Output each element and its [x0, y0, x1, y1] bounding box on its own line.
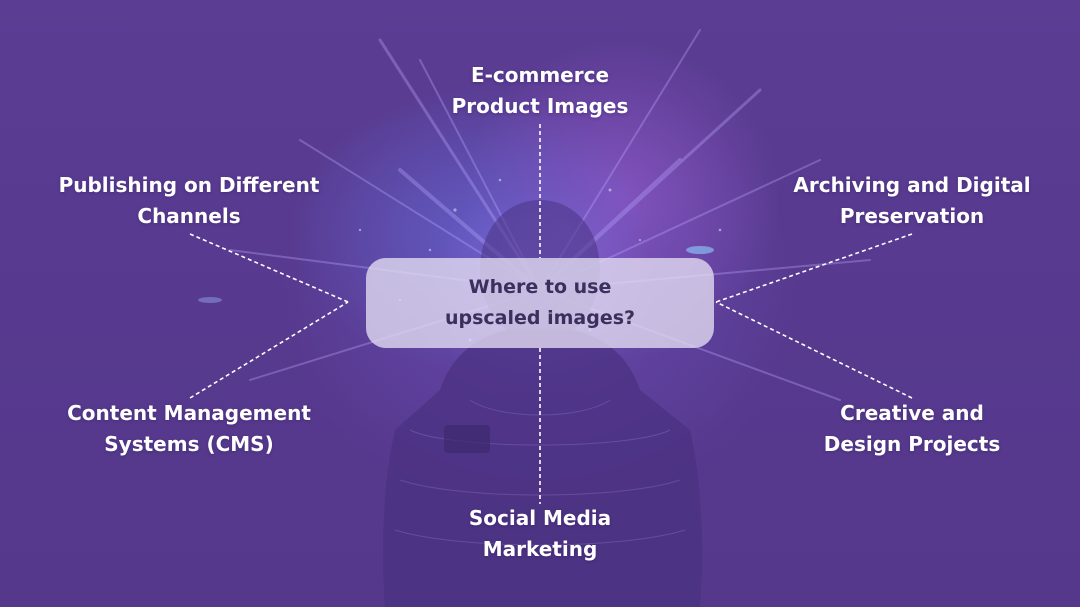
- node-publishing-line-2: Channels: [137, 204, 241, 228]
- node-archiving: Archiving and Digital Preservation: [793, 170, 1030, 232]
- node-creative-line-2: Design Projects: [823, 432, 1001, 456]
- connector-creative: [715, 301, 913, 399]
- node-cms: Content Management Systems (CMS): [67, 398, 311, 460]
- central-question-box: Where to use upscaled images?: [366, 258, 714, 348]
- node-ecommerce: E-commerce Product Images: [452, 60, 629, 122]
- node-creative-line-1: Creative and: [840, 401, 984, 425]
- node-cms-line-1: Content Management: [67, 401, 311, 425]
- node-publishing: Publishing on Different Channels: [59, 170, 320, 232]
- connector-publishing: [189, 233, 349, 303]
- node-creative: Creative and Design Projects: [824, 398, 1000, 460]
- node-ecommerce-line-1: E-commerce: [470, 63, 610, 87]
- node-cms-line-2: Systems (CMS): [104, 432, 274, 456]
- node-publishing-line-1: Publishing on Different: [58, 173, 320, 197]
- node-archiving-line-1: Archiving and Digital: [793, 173, 1031, 197]
- central-question-line-2: upscaled images?: [444, 307, 636, 329]
- connector-cms: [189, 301, 349, 399]
- node-social: Social Media Marketing: [469, 503, 611, 565]
- node-ecommerce-line-2: Product Images: [451, 94, 629, 118]
- central-question-line-1: Where to use: [468, 276, 612, 298]
- node-archiving-line-2: Preservation: [839, 204, 985, 228]
- connector-archiving: [715, 233, 913, 303]
- node-social-line-1: Social Media: [468, 506, 612, 530]
- node-social-line-2: Marketing: [482, 537, 598, 561]
